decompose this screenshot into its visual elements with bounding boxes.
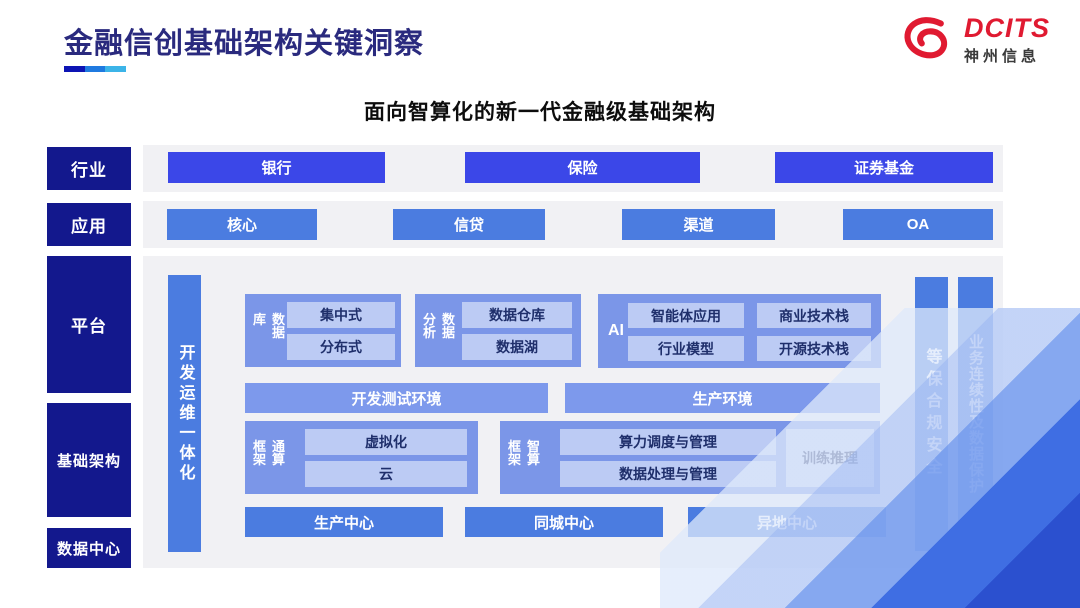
dev-test-environment-bar: 开发测试环境 [245,383,548,413]
database-group-label: 数据库 [251,312,285,339]
chip-industry-model: 行业模型 [628,336,744,361]
production-environment-bar: 生产环境 [565,383,880,413]
app-item-core: 核心 [167,209,317,240]
chip-open-source-stack: 开源技术栈 [757,336,871,361]
dcits-swirl-icon [904,17,948,59]
chip-distributed: 分布式 [287,334,395,360]
logo-wordmark: DCITS [964,12,1050,43]
remote-center: 异地中心 [688,507,886,537]
chip-training-inference: 训练推理 [786,429,874,487]
data-analytics-group: 数据分析 数据仓库 数据湖 [415,294,581,367]
industry-item-bank: 银行 [168,152,385,183]
devops-integration-pillar: 开发运维一体化 [168,275,201,552]
production-center: 生产中心 [245,507,443,537]
app-item-oa: OA [843,209,993,240]
app-item-channel: 渠道 [622,209,775,240]
chip-commercial-stack: 商业技术栈 [757,303,871,328]
industry-item-insurance: 保险 [465,152,700,183]
chip-agent-app: 智能体应用 [628,303,744,328]
company-logo: DCITS 神州信息 [898,14,1050,66]
smart-computing-framework-group: 智算框架 算力调度与管理 数据处理与管理 训练推理 [500,421,880,494]
database-group: 数据库 集中式 分布式 [245,294,401,367]
chip-data-warehouse: 数据仓库 [462,302,572,328]
logo-company-name: 神州信息 [964,47,1041,65]
diagram-title: 面向智算化的新一代金融级基础架构 [364,101,716,124]
category-industry: 行业 [47,147,131,190]
title-underline-accent [64,66,127,72]
general-computing-framework-group: 通算框架 虚拟化 云 [245,421,478,494]
data-analytics-group-label: 数据分析 [421,312,455,339]
category-platform: 平台 [47,256,131,393]
category-datacenter: 数据中心 [47,528,131,568]
page-title: 金融信创基础架构关键洞察 [64,28,425,60]
chip-compute-scheduling: 算力调度与管理 [560,429,776,455]
chip-centralized: 集中式 [287,302,395,328]
compliance-security-pillar: 等保合规安全 [915,277,948,551]
ai-group-label: AI [608,322,624,339]
same-city-center: 同城中心 [465,507,663,537]
chip-virtualization: 虚拟化 [305,429,467,455]
chip-data-processing: 数据处理与管理 [560,461,776,487]
chip-data-lake: 数据湖 [462,334,572,360]
ai-group: AI 智能体应用 商业技术栈 行业模型 开源技术栈 [598,294,881,368]
industry-item-securities-funds: 证券基金 [775,152,993,183]
business-continuity-pillar: 业务连续性及数据保护 [958,277,993,551]
general-computing-framework-label: 通算框架 [251,439,285,466]
smart-computing-framework-label: 智算框架 [506,439,540,466]
app-item-credit: 信贷 [393,209,545,240]
chip-cloud: 云 [305,461,467,487]
category-infrastructure: 基础架构 [47,403,131,517]
category-application: 应用 [47,203,131,246]
